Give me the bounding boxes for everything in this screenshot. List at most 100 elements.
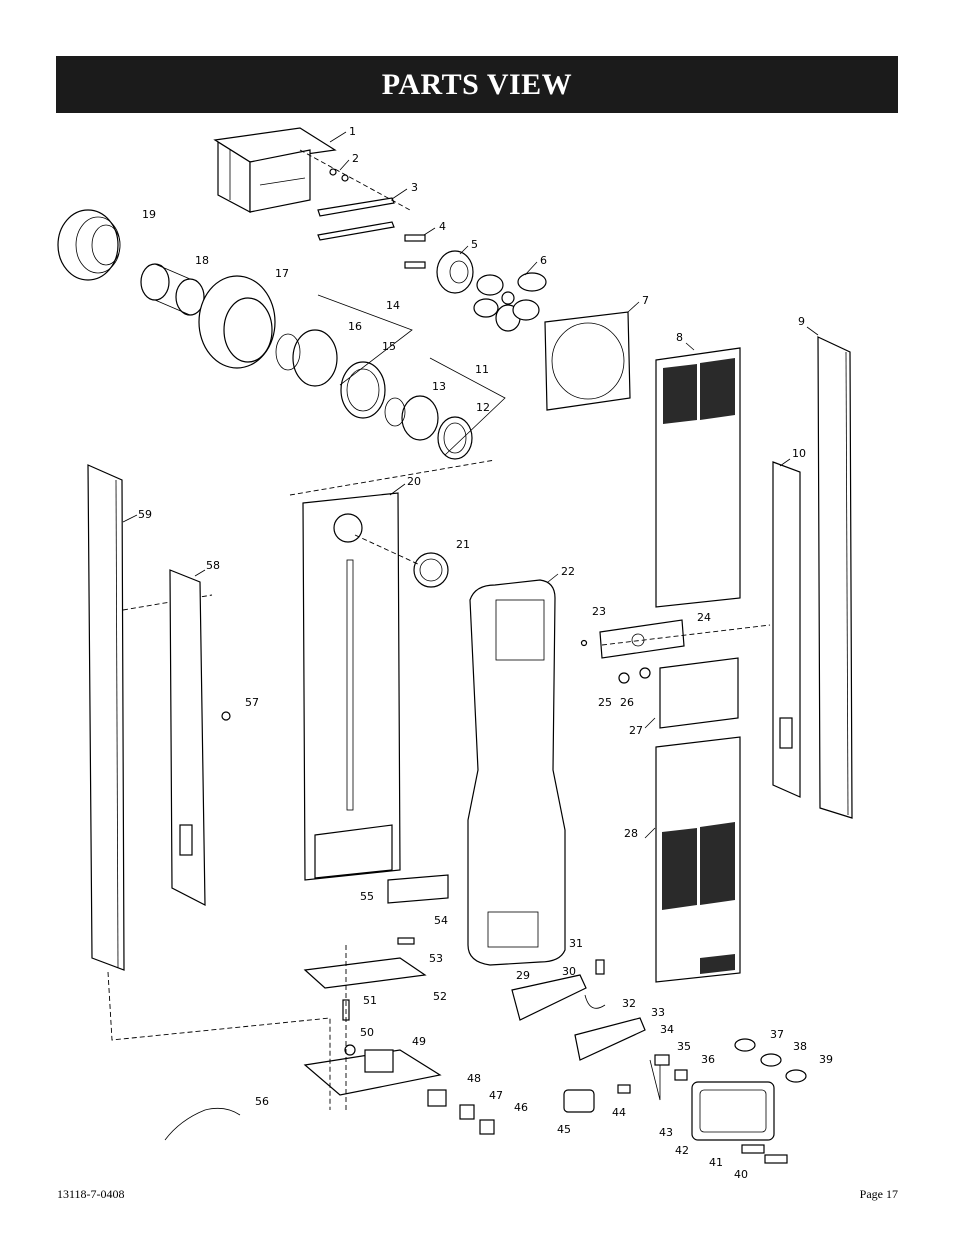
callout-2: 2 bbox=[352, 152, 359, 165]
callout-56: 56 bbox=[255, 1095, 269, 1108]
callout-43: 43 bbox=[659, 1126, 673, 1139]
callout-45: 45 bbox=[557, 1123, 571, 1136]
callout-35: 35 bbox=[677, 1040, 691, 1053]
part-55-gasket bbox=[387, 874, 449, 904]
assembly-line bbox=[299, 149, 411, 211]
part-29-burner bbox=[511, 974, 587, 1021]
callout-58: 58 bbox=[206, 559, 220, 572]
bracket-14 bbox=[317, 294, 413, 386]
callout-5: 5 bbox=[471, 238, 478, 251]
part-6-fan-blade bbox=[473, 272, 547, 332]
part-22-combustion-chamber bbox=[467, 579, 566, 966]
part-46-47-48-switches bbox=[427, 1089, 495, 1135]
part-4-plates bbox=[404, 234, 426, 269]
callout-6: 6 bbox=[540, 254, 547, 267]
callout-53: 53 bbox=[429, 952, 443, 965]
callout-37: 37 bbox=[770, 1028, 784, 1041]
part-10-inner-side-panel bbox=[772, 461, 801, 798]
part-16-sleeve bbox=[275, 329, 338, 387]
part-27-control-cover bbox=[659, 657, 739, 729]
assembly-line bbox=[289, 459, 496, 496]
callout-40: 40 bbox=[734, 1168, 748, 1181]
callout-32: 32 bbox=[622, 997, 636, 1010]
callout-49: 49 bbox=[412, 1035, 426, 1048]
part-33-burner-tray bbox=[574, 1017, 646, 1061]
part-58-inner-side-panel bbox=[169, 569, 206, 906]
callout-30: 30 bbox=[562, 965, 576, 978]
callout-33: 33 bbox=[651, 1006, 665, 1019]
part-26-knob bbox=[639, 667, 651, 679]
callout-9: 9 bbox=[798, 315, 805, 328]
part-56-power-cord bbox=[164, 1107, 241, 1141]
callout-29: 29 bbox=[516, 969, 530, 982]
callout-26: 26 bbox=[620, 696, 634, 709]
part-37-cover bbox=[734, 1038, 756, 1052]
callout-18: 18 bbox=[195, 254, 209, 267]
callout-47: 47 bbox=[489, 1089, 503, 1102]
part-57-grommet bbox=[221, 711, 231, 721]
part-59-left-side-panel bbox=[87, 464, 125, 971]
part-21-gasket bbox=[413, 552, 449, 588]
part-9-right-side-panel bbox=[817, 336, 853, 819]
document-number: 13118-7-0408 bbox=[57, 1187, 125, 1201]
part-19-heat-exchanger-coil bbox=[57, 209, 121, 281]
page-number: Page 17 bbox=[859, 1187, 898, 1201]
callout-16: 16 bbox=[348, 320, 362, 333]
callout-11: 11 bbox=[475, 363, 489, 376]
callout-labels: 1 2 3 4 5 6 7 8 9 10 11 12 13 14 15 16 1… bbox=[138, 125, 833, 1181]
part-44-fitting bbox=[617, 1084, 631, 1094]
part-42-access-frame bbox=[691, 1081, 775, 1141]
callout-23: 23 bbox=[592, 605, 606, 618]
callout-10: 10 bbox=[792, 447, 806, 460]
assembly-line bbox=[354, 534, 421, 566]
callout-51: 51 bbox=[363, 994, 377, 1007]
callout-21: 21 bbox=[456, 538, 470, 551]
callout-20: 20 bbox=[407, 475, 421, 488]
part-28-lower-grille-panel bbox=[655, 736, 741, 983]
part-30-wire bbox=[584, 994, 606, 1009]
part-1-top-cabinet bbox=[213, 127, 337, 213]
callout-4: 4 bbox=[439, 220, 446, 233]
callout-36: 36 bbox=[701, 1053, 715, 1066]
part-36-switch bbox=[674, 1069, 688, 1081]
part-8-upper-grille-panel bbox=[655, 347, 741, 608]
part-52-tray bbox=[303, 957, 427, 989]
part-31-pilot bbox=[595, 959, 605, 975]
callout-57: 57 bbox=[245, 696, 259, 709]
assembly-line bbox=[107, 971, 331, 1110]
callout-48: 48 bbox=[467, 1072, 481, 1085]
part-38-cover bbox=[760, 1053, 782, 1067]
part-50-bushing bbox=[344, 1044, 356, 1056]
part-40-plate bbox=[764, 1154, 788, 1164]
callout-14: 14 bbox=[386, 299, 400, 312]
part-5-motor bbox=[436, 250, 474, 294]
callout-28: 28 bbox=[624, 827, 638, 840]
callout-39: 39 bbox=[819, 1053, 833, 1066]
callout-3: 3 bbox=[411, 181, 418, 194]
bracket-11 bbox=[429, 357, 506, 456]
callout-54: 54 bbox=[434, 914, 448, 927]
part-3-brackets bbox=[317, 197, 395, 241]
part-45-gas-valve bbox=[563, 1089, 595, 1113]
part-39-cover bbox=[785, 1069, 807, 1083]
callout-24: 24 bbox=[697, 611, 711, 624]
part-17-flange-tube bbox=[198, 275, 276, 369]
callout-22: 22 bbox=[561, 565, 575, 578]
callout-19: 19 bbox=[142, 208, 156, 221]
part-23-screw bbox=[580, 639, 588, 647]
part-25-knob bbox=[618, 672, 630, 684]
callout-27: 27 bbox=[629, 724, 643, 737]
part-24-control-bracket bbox=[599, 619, 685, 659]
callout-46: 46 bbox=[514, 1101, 528, 1114]
callout-41: 41 bbox=[709, 1156, 723, 1169]
assembly-line bbox=[601, 624, 771, 646]
callout-1: 1 bbox=[349, 125, 356, 138]
callout-38: 38 bbox=[793, 1040, 807, 1053]
part-15-gasket bbox=[340, 361, 386, 419]
callout-8: 8 bbox=[676, 331, 683, 344]
callout-42: 42 bbox=[675, 1144, 689, 1157]
callout-25: 25 bbox=[598, 696, 612, 709]
part-18-tube bbox=[140, 263, 205, 316]
callout-52: 52 bbox=[433, 990, 447, 1003]
